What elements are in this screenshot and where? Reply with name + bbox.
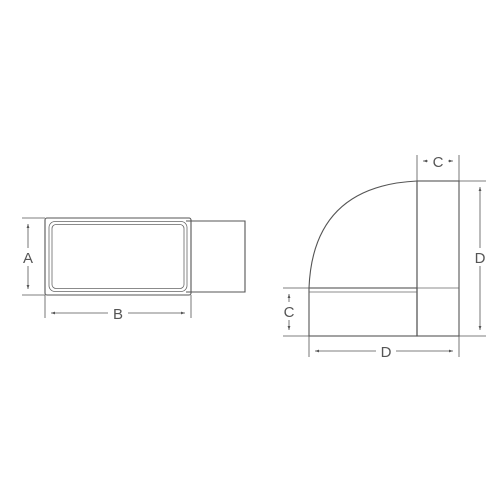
dimension-b: B	[44, 295, 192, 323]
dimension-c-left: C	[279, 287, 309, 337]
dimension-c-top-label: C	[433, 154, 444, 171]
elbow-vertical-leg	[416, 180, 460, 337]
dimension-b-label: B	[113, 306, 123, 323]
elbow-curve	[308, 180, 418, 289]
duct-face-inner	[48, 221, 188, 292]
dimension-d-right-label: D	[475, 250, 486, 267]
dimension-a-label: A	[23, 250, 33, 267]
elbow-horizontal-leg	[308, 287, 418, 337]
dimension-c-top: C	[416, 152, 460, 181]
elbow-90: C D C D	[279, 152, 490, 361]
straight-duct: A B	[18, 217, 246, 323]
dimension-d-bottom-label: D	[381, 344, 392, 361]
dimension-d-right: D	[459, 180, 490, 337]
dimension-a: A	[18, 217, 45, 296]
duct-face-inner-2	[51, 224, 185, 289]
duct-sleeve	[186, 220, 246, 293]
duct-face-outer	[44, 217, 192, 296]
dimension-c-left-label: C	[284, 304, 295, 321]
dimension-d-bottom: D	[308, 336, 460, 361]
